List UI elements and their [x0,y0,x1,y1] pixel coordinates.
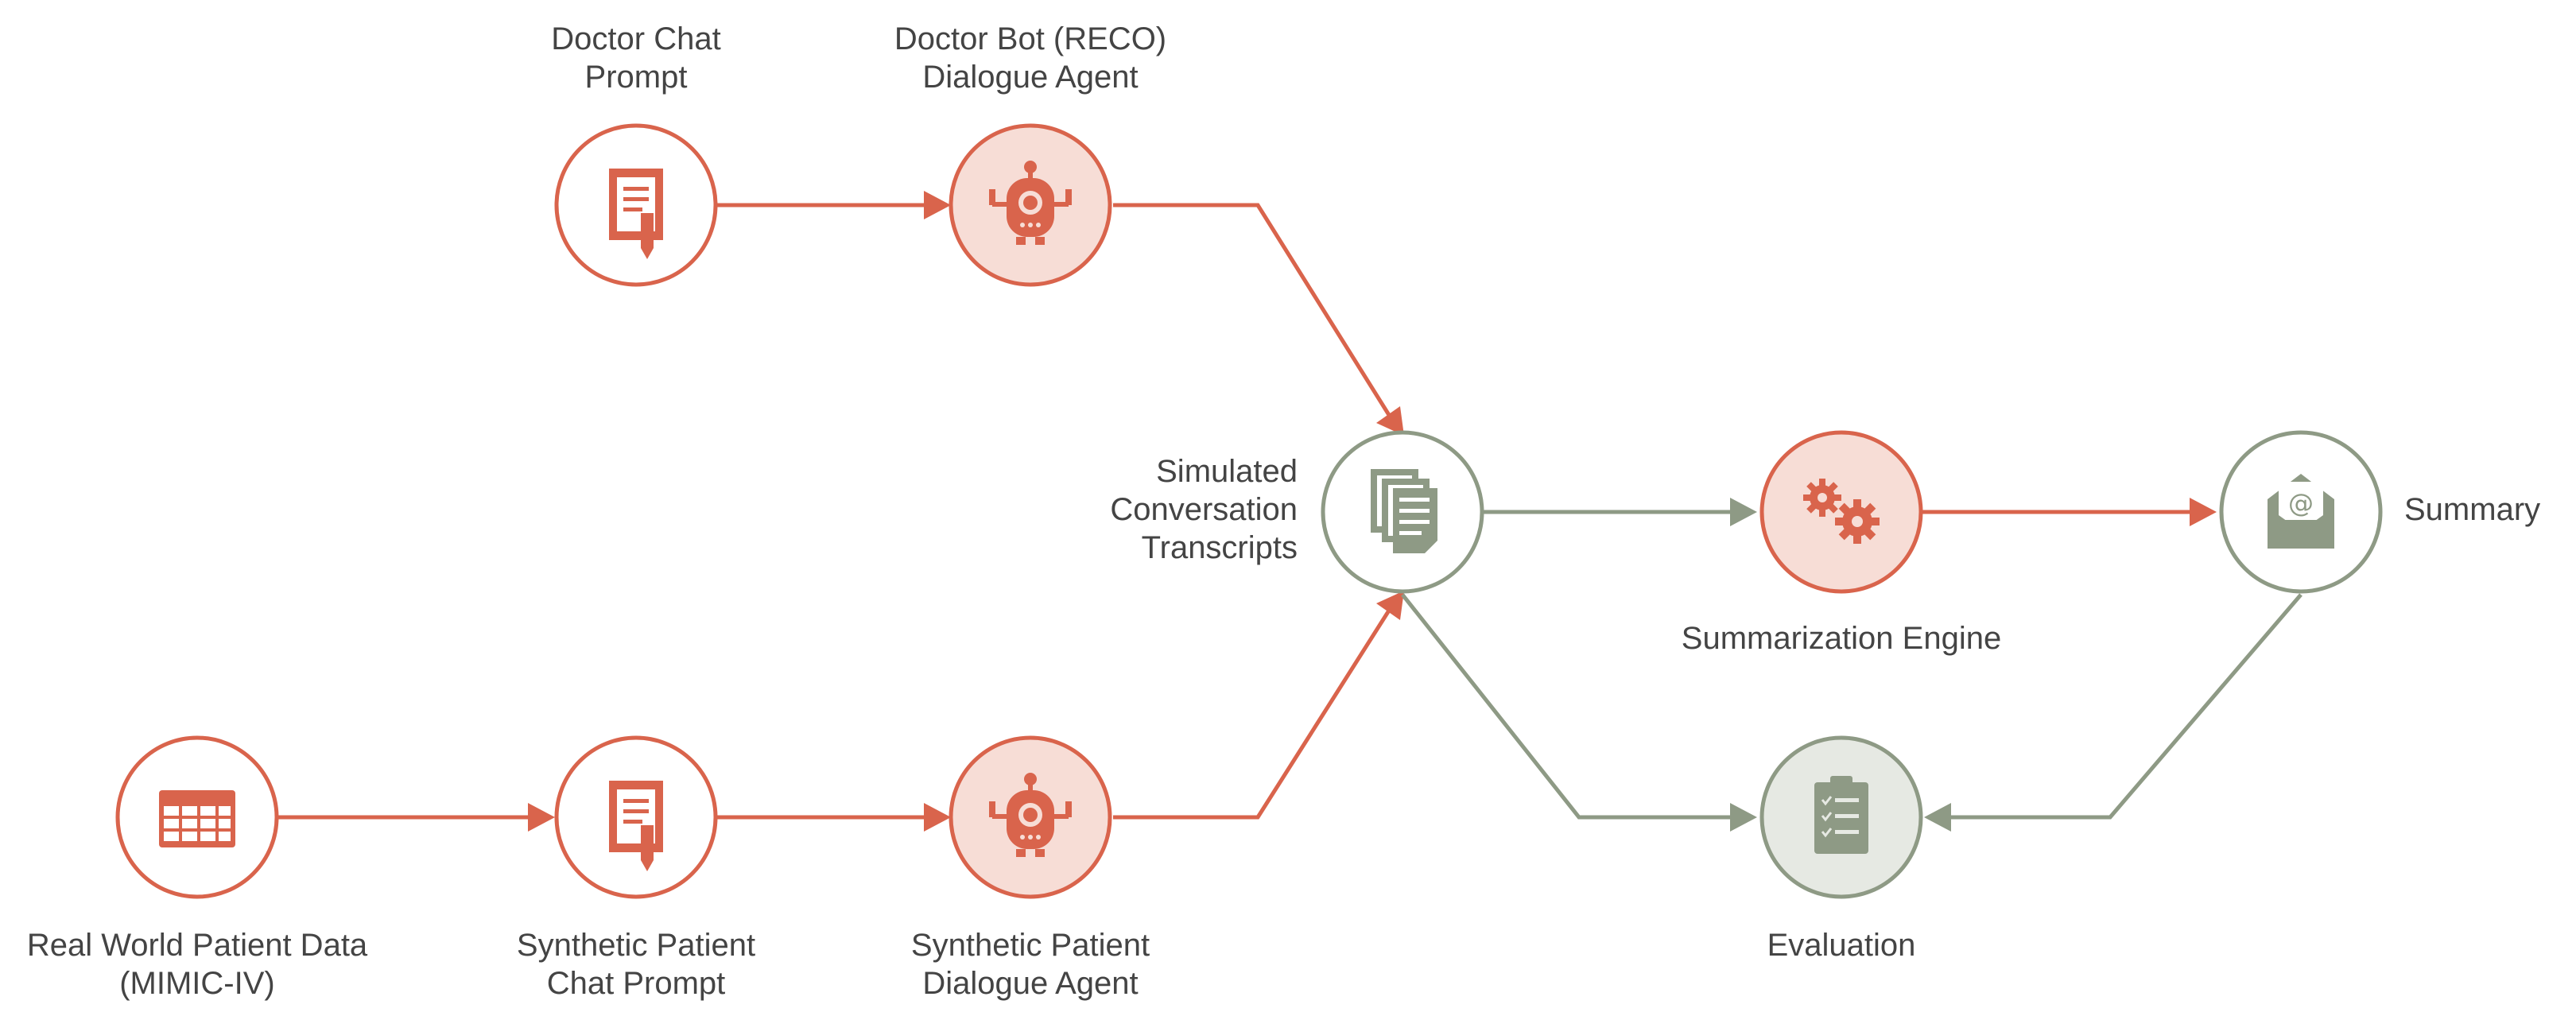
node-synthetic-agent: Synthetic Patient Dialogue Agent [911,735,1150,1001]
node-summary: @ Summary [2219,430,2540,594]
node-real-world-data: Real World Patient Data (MIMIC-IV) [27,735,368,1001]
transcripts-label-line3: Transcripts [1142,530,1298,565]
arrowhead [1730,803,1757,832]
evaluation-label: Evaluation [1767,928,1916,963]
robot-icon [989,773,1072,857]
arrowhead [1730,498,1757,526]
edge-doctor-bot-to-transcripts [1113,203,1395,423]
node-synthetic-prompt: Synthetic Patient Chat Prompt [517,735,755,1001]
synthetic-prompt-label-line2: Chat Prompt [547,966,726,1001]
node-transcripts: Simulated Conversation Transcripts [1110,430,1484,594]
synthetic-agent-label-line1: Synthetic Patient [911,928,1150,963]
gears-icon [1803,479,1880,544]
doctor-prompt-label-line2: Prompt [585,60,688,95]
node-doctor-bot: Doctor Bot (RECO) Dialogue Agent [894,21,1166,287]
doctor-bot-label-line1: Doctor Bot (RECO) [894,21,1166,56]
synthetic-prompt-label-line1: Synthetic Patient [517,928,755,963]
clipboard-checklist-icon [1814,776,1868,854]
arrowhead [1376,406,1404,436]
node-doctor-chat-prompt: Doctor Chat Prompt [551,21,721,287]
documents-icon [1371,469,1437,553]
engine-label: Summarization Engine [1682,621,2001,656]
edge-transcripts-to-evaluation [1401,593,1749,820]
doctor-bot-label-line2: Dialogue Agent [922,60,1138,95]
edge-summary-to-evaluation [1932,593,2302,820]
real-data-label-line2: (MIMIC-IV) [119,966,275,1001]
arrowhead [1376,591,1404,620]
arrowhead [528,803,555,832]
arrowhead [924,191,951,219]
robot-icon [989,161,1072,245]
table-icon [159,790,235,847]
transcripts-label-line2: Conversation [1110,492,1298,527]
document-pen-icon [609,781,663,871]
doctor-prompt-label-line1: Doctor Chat [551,21,720,56]
arrowhead [924,803,951,832]
real-data-label-line1: Real World Patient Data [27,928,368,963]
summary-label: Summary [2404,492,2540,527]
node-evaluation: Evaluation [1759,735,1923,963]
edge-synthetic-agent-to-transcripts [1113,603,1395,820]
envelope-at-icon: @ [2268,474,2334,549]
arrowhead [2190,498,2217,526]
transcripts-label-line1: Simulated [1156,454,1298,489]
node-summarization-engine: Summarization Engine [1682,430,2001,656]
synthetic-agent-label-line2: Dialogue Agent [922,966,1138,1001]
edges [278,191,2302,832]
arrowhead [1924,803,1951,832]
svg-text:@: @ [2288,488,2314,518]
document-pen-icon [609,169,663,259]
